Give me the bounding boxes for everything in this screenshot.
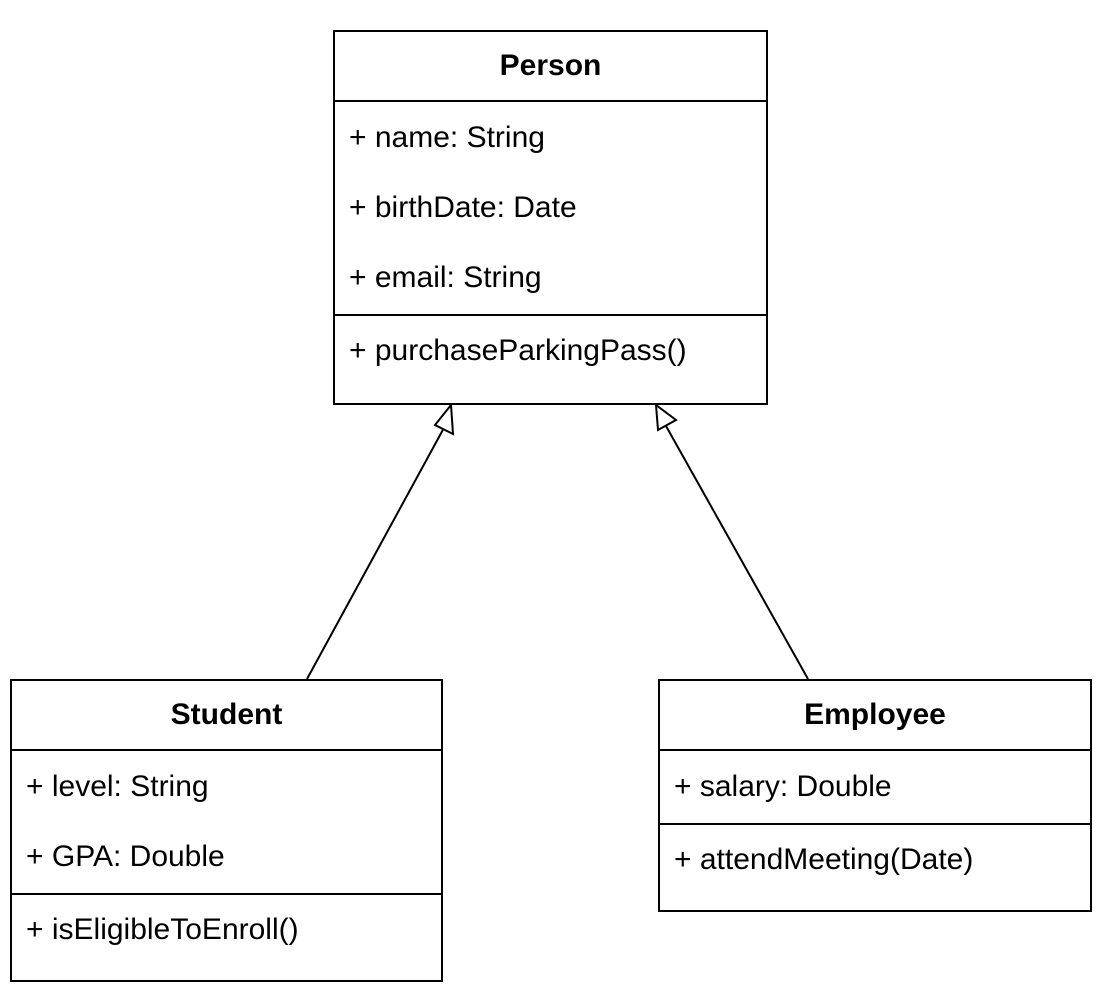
class-employee[interactable]: Employee + salary: Double + attendMeetin… xyxy=(658,679,1092,912)
inheritance-line-student xyxy=(306,425,446,680)
class-person[interactable]: Person + name: String + birthDate: Date … xyxy=(333,30,768,405)
hollow-arrowhead-student xyxy=(433,402,455,436)
generalization-employee-person xyxy=(654,402,809,680)
method: + isEligibleToEnroll() xyxy=(26,913,299,946)
method: + attendMeeting(Date) xyxy=(674,843,974,876)
inheritance-line-employee xyxy=(665,425,809,680)
attributes-compartment: + level: String + GPA: Double xyxy=(12,751,441,895)
class-student[interactable]: Student + level: String + GPA: Double + … xyxy=(10,679,443,982)
attribute: + level: String xyxy=(26,770,209,803)
attribute: + birthDate: Date xyxy=(349,191,577,224)
attribute: + salary: Double xyxy=(674,770,892,803)
class-name: Employee xyxy=(660,681,1090,751)
methods-compartment: + purchaseParkingPass() xyxy=(335,316,766,386)
attribute: + name: String xyxy=(349,121,545,154)
methods-compartment: + isEligibleToEnroll() xyxy=(12,895,441,965)
class-name: Student xyxy=(12,681,441,751)
class-name: Person xyxy=(335,32,766,102)
attribute: + email: String xyxy=(349,261,542,294)
attributes-compartment: + name: String + birthDate: Date + email… xyxy=(335,102,766,316)
attributes-compartment: + salary: Double xyxy=(660,751,1090,825)
hollow-arrowhead-employee xyxy=(654,402,678,432)
generalization-student-person xyxy=(306,402,455,680)
attribute: + GPA: Double xyxy=(26,840,225,873)
method: + purchaseParkingPass() xyxy=(349,334,687,367)
methods-compartment: + attendMeeting(Date) xyxy=(660,825,1090,895)
